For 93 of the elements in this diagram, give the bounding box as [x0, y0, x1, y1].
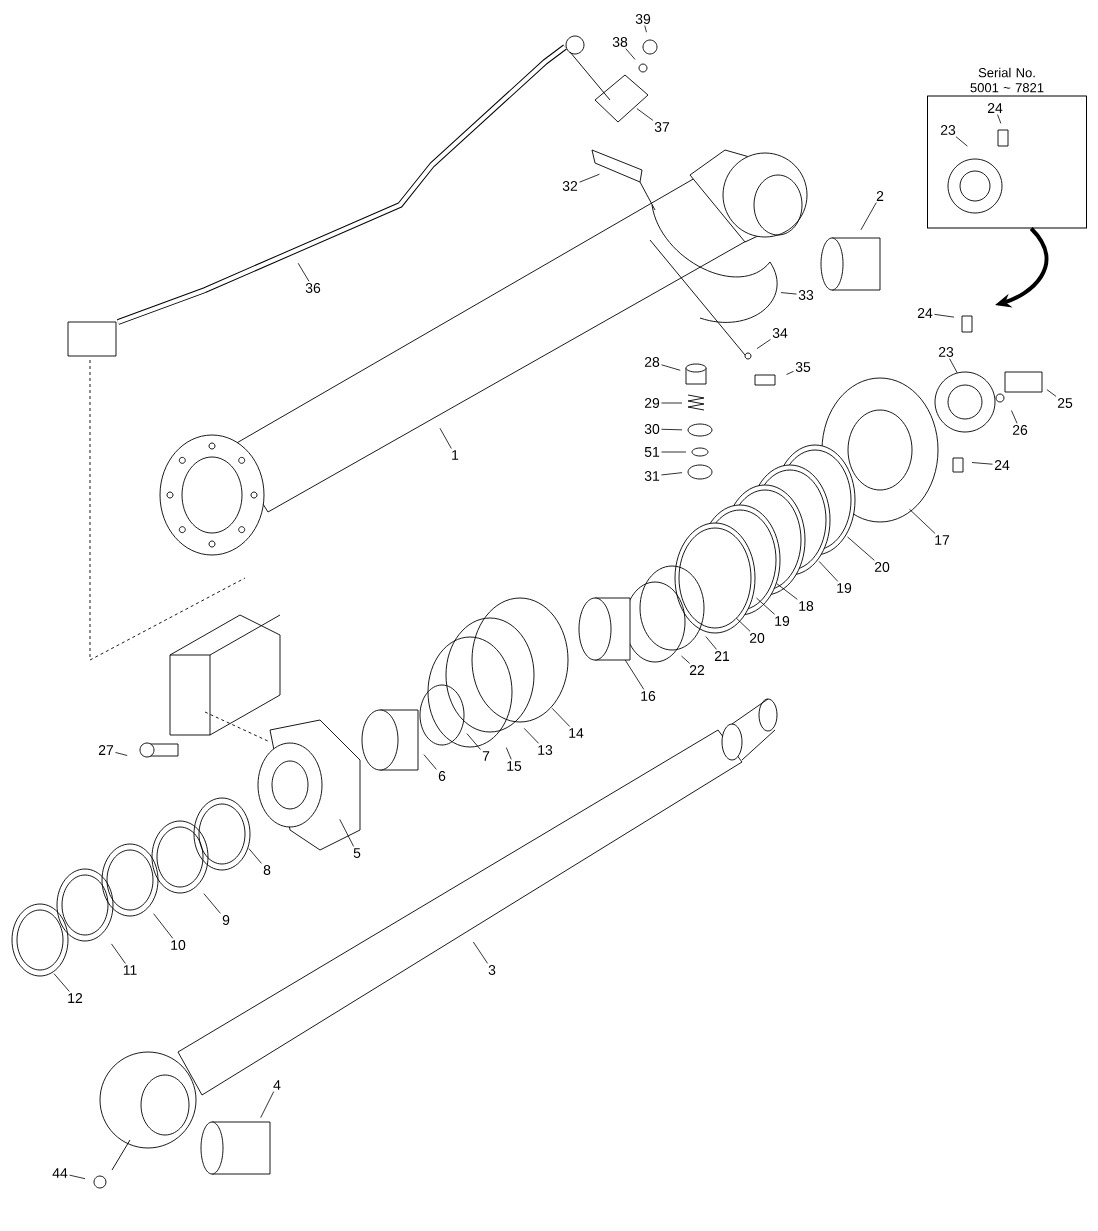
- callout-number: 51: [644, 447, 660, 457]
- callout-number: 18: [799, 601, 814, 611]
- leader-line: [681, 655, 691, 664]
- leader-line: [69, 1174, 86, 1180]
- callout-number: 36: [305, 283, 321, 293]
- leader-line: [786, 370, 794, 375]
- callout-number: 28: [644, 357, 660, 367]
- leader-line: [339, 818, 355, 847]
- leader-line: [624, 659, 645, 690]
- callout-number: 21: [714, 651, 730, 661]
- leader-line: [1046, 389, 1057, 397]
- callout-number: 17: [935, 535, 950, 545]
- leader-line: [625, 48, 636, 60]
- leader-line: [971, 462, 993, 465]
- leader-line: [1011, 410, 1018, 424]
- callout-number: 20: [749, 633, 765, 643]
- leader-line: [636, 108, 654, 121]
- callout-number: 37: [654, 122, 670, 132]
- leader-line: [111, 943, 126, 964]
- node-label: Serial No. 5001 ~ 7821: [970, 67, 1044, 93]
- callout-number: 26: [1012, 425, 1028, 435]
- leader-line: [423, 754, 437, 770]
- leader-line: [153, 913, 174, 939]
- leader-line: [472, 941, 488, 964]
- callout-number: 9: [222, 915, 230, 925]
- callout-number: 19: [775, 616, 790, 626]
- leader-line: [579, 173, 600, 183]
- leader-line: [756, 597, 775, 615]
- callout-number: 30: [644, 424, 660, 434]
- callout-number: 20: [874, 562, 890, 572]
- callout-number: 15: [507, 761, 522, 771]
- leader-line: [997, 114, 1002, 124]
- leader-line: [439, 427, 452, 449]
- callout-number: 22: [689, 665, 705, 675]
- callout-number: 34: [772, 328, 788, 338]
- leader-line: [505, 747, 512, 760]
- leader-line: [847, 536, 875, 561]
- callout-number: 19: [837, 583, 852, 593]
- callout-number: 32: [562, 181, 578, 191]
- callout-number: 4: [273, 1080, 281, 1090]
- callout-number: 24: [987, 103, 1003, 113]
- leader-line: [203, 893, 221, 914]
- leader-line: [551, 707, 571, 727]
- callout-number: 2: [876, 191, 884, 201]
- callout-number: 8: [263, 865, 271, 875]
- leader-line: [115, 752, 128, 756]
- leader-line: [466, 733, 481, 750]
- callout-number: 12: [68, 993, 83, 1003]
- leader-line: [260, 1091, 275, 1119]
- leader-line: [53, 973, 70, 992]
- callout-number: 13: [538, 745, 553, 755]
- callout-number: 23: [938, 347, 954, 357]
- callout-number: 23: [940, 125, 956, 135]
- callout-number: 29: [644, 398, 660, 408]
- leader-line: [756, 339, 771, 350]
- callout-number: 24: [917, 308, 933, 318]
- leader-line: [955, 136, 968, 147]
- leader-line: [644, 25, 647, 33]
- callout-number: 31: [644, 471, 660, 481]
- callout-number: 44: [52, 1168, 68, 1178]
- leader-line: [661, 428, 683, 431]
- callout-number: 38: [612, 37, 628, 47]
- leader-line: [776, 583, 798, 600]
- leader-line: [297, 262, 310, 282]
- leader-line: [860, 202, 877, 231]
- leader-line: [934, 313, 955, 318]
- callout-number: 33: [798, 290, 814, 300]
- leader-line: [661, 364, 681, 371]
- leader-line: [661, 451, 687, 453]
- callout-number: 3: [488, 965, 496, 975]
- leader-line: [661, 472, 683, 476]
- callout-number: 7: [482, 751, 490, 761]
- callout-number: 5: [353, 848, 361, 858]
- callout-number: 24: [994, 460, 1010, 470]
- leader-line: [949, 358, 958, 374]
- leader-line: [818, 561, 839, 582]
- callout-number: 11: [123, 965, 137, 975]
- leader-line: [780, 292, 797, 295]
- callout-number: 14: [569, 728, 584, 738]
- callout-number: 1: [452, 450, 459, 460]
- callout-number: 25: [1057, 398, 1073, 408]
- callout-number: 10: [171, 940, 186, 950]
- leader-line: [523, 727, 539, 744]
- leader-line: [248, 848, 262, 864]
- leader-line: [705, 636, 717, 650]
- callout-number: 39: [635, 14, 651, 24]
- leader-line: [908, 508, 936, 534]
- callout-number: 6: [438, 771, 446, 781]
- callout-number: 35: [795, 362, 811, 372]
- leader-line: [735, 617, 751, 632]
- callout-number: 16: [641, 691, 656, 701]
- leader-line: [661, 402, 683, 404]
- callout-number: 27: [98, 745, 114, 755]
